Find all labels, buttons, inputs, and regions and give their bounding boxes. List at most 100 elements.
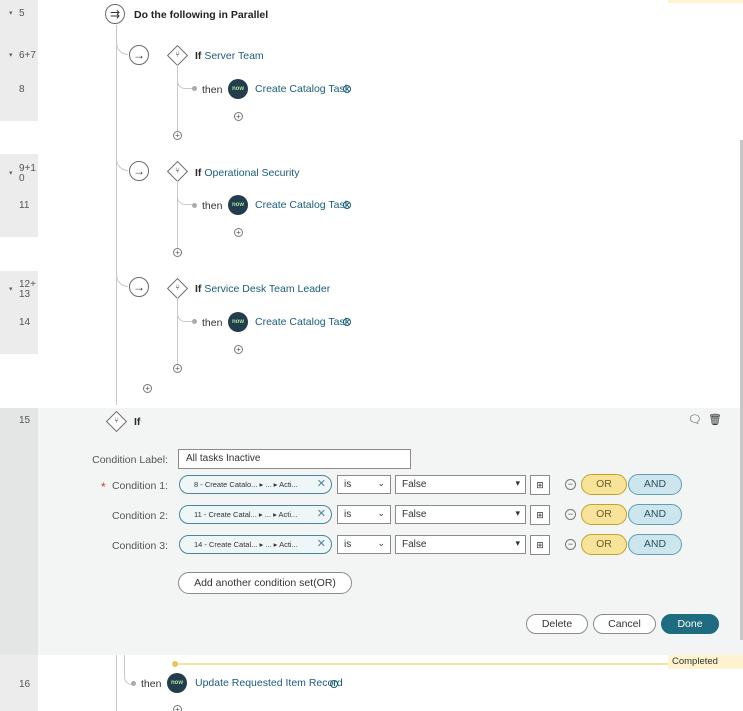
value-select[interactable]: False▾ [395,535,526,554]
or-button[interactable]: OR [581,474,627,495]
gutter-block [0,271,38,354]
then-dot [192,86,197,91]
data-pill[interactable]: 14 - Create Catal... ▸ ... ▸ Acti...✕ [179,535,332,554]
comment-icon[interactable]: 🗨 [688,414,702,426]
scrollbar[interactable] [740,140,743,640]
now-icon: now [228,195,248,215]
gutter-block [0,154,38,237]
action-link[interactable]: Update Requested Item Record [195,677,343,689]
action-link[interactable]: Create Catalog Task [255,316,350,328]
operator-select[interactable]: is⌄ [337,535,391,554]
value-select[interactable]: False▾ [395,475,526,494]
add-condition-set-button[interactable]: Add another condition set(OR) [178,572,352,594]
add-step-icon[interactable]: + [173,131,182,140]
add-step-icon[interactable]: + [234,112,243,121]
if-label[interactable]: If Server Team [195,50,264,62]
then-label: then [202,317,223,329]
status-strip [668,0,743,3]
connector-curve [116,40,128,287]
gutter-block [0,655,38,711]
remove-condition-icon[interactable]: − [565,479,576,490]
or-button[interactable]: OR [581,504,627,525]
then-dot [131,681,136,686]
arrow-icon[interactable]: → [129,161,149,181]
now-icon: now [228,79,248,99]
remove-condition-icon[interactable]: − [565,539,576,550]
connector-line [116,655,117,711]
parallel-title: Do the following in Parallel [134,9,269,21]
remove-condition-icon[interactable]: − [565,509,576,520]
parallel-icon[interactable]: ⇉ [105,4,125,24]
add-step-icon[interactable]: + [173,364,182,373]
condition-label: Condition 2: [111,510,168,522]
add-step-icon[interactable]: + [234,345,243,354]
and-button[interactable]: AND [628,474,682,495]
add-step-icon[interactable]: + [234,228,243,237]
caret-down-icon: ▾ [515,538,520,548]
if-label[interactable]: If Service Desk Team Leader [195,283,331,295]
chevron-down-icon: ⌄ [377,478,385,488]
branch-icon: ⑂ [175,283,180,292]
caret-down-icon: ▾ [515,478,520,488]
step-gutter: ▾5 ▾6+7 8 ▾9+1 0 11 ▾12+ 13 14 16 [0,0,38,711]
condition-label: Condition 3: [111,540,168,552]
then-label: then [202,84,223,96]
connector-line [177,64,178,132]
if-label[interactable]: If Operational Security [195,167,300,179]
and-button[interactable]: AND [628,504,682,525]
condition-label-input[interactable]: All tasks Inactive [178,449,411,469]
trash-icon[interactable]: 🗑 [708,414,722,426]
status-line [175,663,668,665]
then-label: then [141,678,162,690]
required-marker: * [101,480,106,494]
or-button[interactable]: OR [581,534,627,555]
branch-icon: ⑂ [175,50,180,59]
info-icon[interactable]: i [343,201,351,209]
connector-curve [124,655,132,685]
connector-line [177,180,178,248]
remove-icon: ✕ [316,478,326,490]
data-pill[interactable]: 8 - Create Catalo... ▸ ... ▸ Acti...✕ [179,475,332,494]
step-gutter-active [0,408,38,655]
data-picker-icon[interactable]: ⊞ [530,505,550,525]
info-icon[interactable]: i [343,318,351,326]
done-button[interactable]: Done [661,614,719,634]
branch-icon: ⑂ [175,166,180,175]
data-picker-icon[interactable]: ⊞ [530,535,550,555]
condition-label-label: Condition Label: [92,454,168,466]
gutter-block [0,0,38,121]
status-dot [172,661,178,667]
connector-curve [177,180,192,205]
action-link[interactable]: Create Catalog Task [255,199,350,211]
status-badge: Completed [668,655,743,669]
connector-curve [177,64,192,89]
now-icon: now [228,312,248,332]
connector-line [177,297,178,365]
connector-curve [177,297,192,322]
info-icon[interactable]: i [343,85,351,93]
data-picker-icon[interactable]: ⊞ [530,475,550,495]
and-button[interactable]: AND [628,534,682,555]
arrow-icon[interactable]: → [129,277,149,297]
if-title: If [134,416,141,428]
value-select[interactable]: False▾ [395,505,526,524]
then-dot [192,203,197,208]
operator-select[interactable]: is⌄ [337,505,391,524]
cancel-button[interactable]: Cancel [593,614,656,634]
condition-label: Condition 1: [111,480,168,492]
info-icon[interactable]: i [330,680,338,688]
delete-button[interactable]: Delete [526,614,588,634]
chevron-down-icon: ⌄ [377,508,385,518]
remove-icon: ✕ [316,538,326,550]
arrow-icon[interactable]: → [129,45,149,65]
data-pill[interactable]: 11 - Create Catal... ▸ ... ▸ Acti...✕ [179,505,332,524]
branch-icon: ⑂ [114,416,119,425]
caret-down-icon: ▾ [515,508,520,518]
add-branch-icon[interactable]: + [143,384,152,393]
add-step-icon[interactable]: + [173,705,182,711]
then-dot [192,319,197,324]
operator-select[interactable]: is⌄ [337,475,391,494]
action-link[interactable]: Create Catalog Task [255,83,350,95]
add-step-icon[interactable]: + [173,248,182,257]
